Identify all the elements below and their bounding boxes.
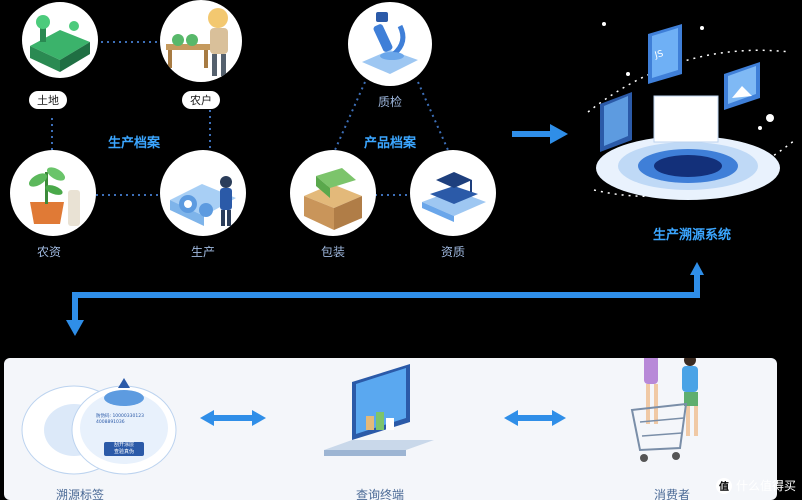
trace-label-text: 溯源标签 xyxy=(55,488,105,500)
return-path-arrow xyxy=(66,262,704,336)
land-label: 土地 xyxy=(29,91,67,109)
production-node xyxy=(160,150,246,236)
packaging-node xyxy=(290,150,376,236)
arrow-to-system xyxy=(512,124,568,144)
link-inspection-qualification xyxy=(417,81,449,151)
js-panel-icon xyxy=(648,24,682,84)
microscope-icon xyxy=(362,12,418,74)
package-box-icon xyxy=(304,168,362,230)
inspection-node xyxy=(348,2,432,86)
css-panel-icon xyxy=(600,92,632,152)
link-inspection-packaging xyxy=(334,81,366,151)
query-terminal-laptop-icon xyxy=(324,364,434,456)
bottom-panel: 防伪码: 10000330123 4008891036 刮开涂层 查验真伪 溯源… xyxy=(4,358,777,500)
farmer-illustration-icon xyxy=(166,8,228,76)
product-file-title: 产品档案 xyxy=(363,136,417,151)
agri-input-label: 农资 xyxy=(36,245,62,259)
land-node xyxy=(22,2,98,78)
watermark-text: 什么值得买 xyxy=(735,479,796,493)
certificate-cap-icon xyxy=(422,172,486,222)
double-arrow-left xyxy=(200,410,266,426)
farmer-node xyxy=(160,0,242,82)
trace-label-rolls-icon xyxy=(21,378,177,475)
watermark-badge-icon: 值 xyxy=(715,477,732,494)
trace-label-print: 防伪码: 10000330123 4008891036 xyxy=(96,414,144,425)
system-title: 生产溯源系统 xyxy=(652,228,732,243)
farmer-label: 农户 xyxy=(182,91,220,109)
scratch-area: 刮开涂层 查验真伪 xyxy=(104,442,144,456)
production-file-title: 生产档案 xyxy=(107,136,161,151)
factory-gear-icon xyxy=(170,176,236,226)
packaging-label: 包装 xyxy=(320,245,346,259)
watermark: 值 什么值得买 xyxy=(715,477,796,494)
double-arrows xyxy=(200,410,566,426)
consumers-cart-icon xyxy=(630,358,698,462)
image-panel-icon xyxy=(724,62,760,110)
production-label: 生产 xyxy=(190,245,216,259)
qualification-label: 资质 xyxy=(440,245,466,259)
agri-input-node xyxy=(10,150,96,236)
seedling-icon xyxy=(28,167,80,226)
query-terminal-label: 查询终端 xyxy=(355,488,405,500)
qualification-node xyxy=(410,150,496,236)
consumer-label: 消费者 xyxy=(653,488,691,500)
double-arrow-right xyxy=(504,410,566,426)
inspection-label: 质检 xyxy=(377,95,403,109)
land-illustration-icon xyxy=(30,15,90,72)
